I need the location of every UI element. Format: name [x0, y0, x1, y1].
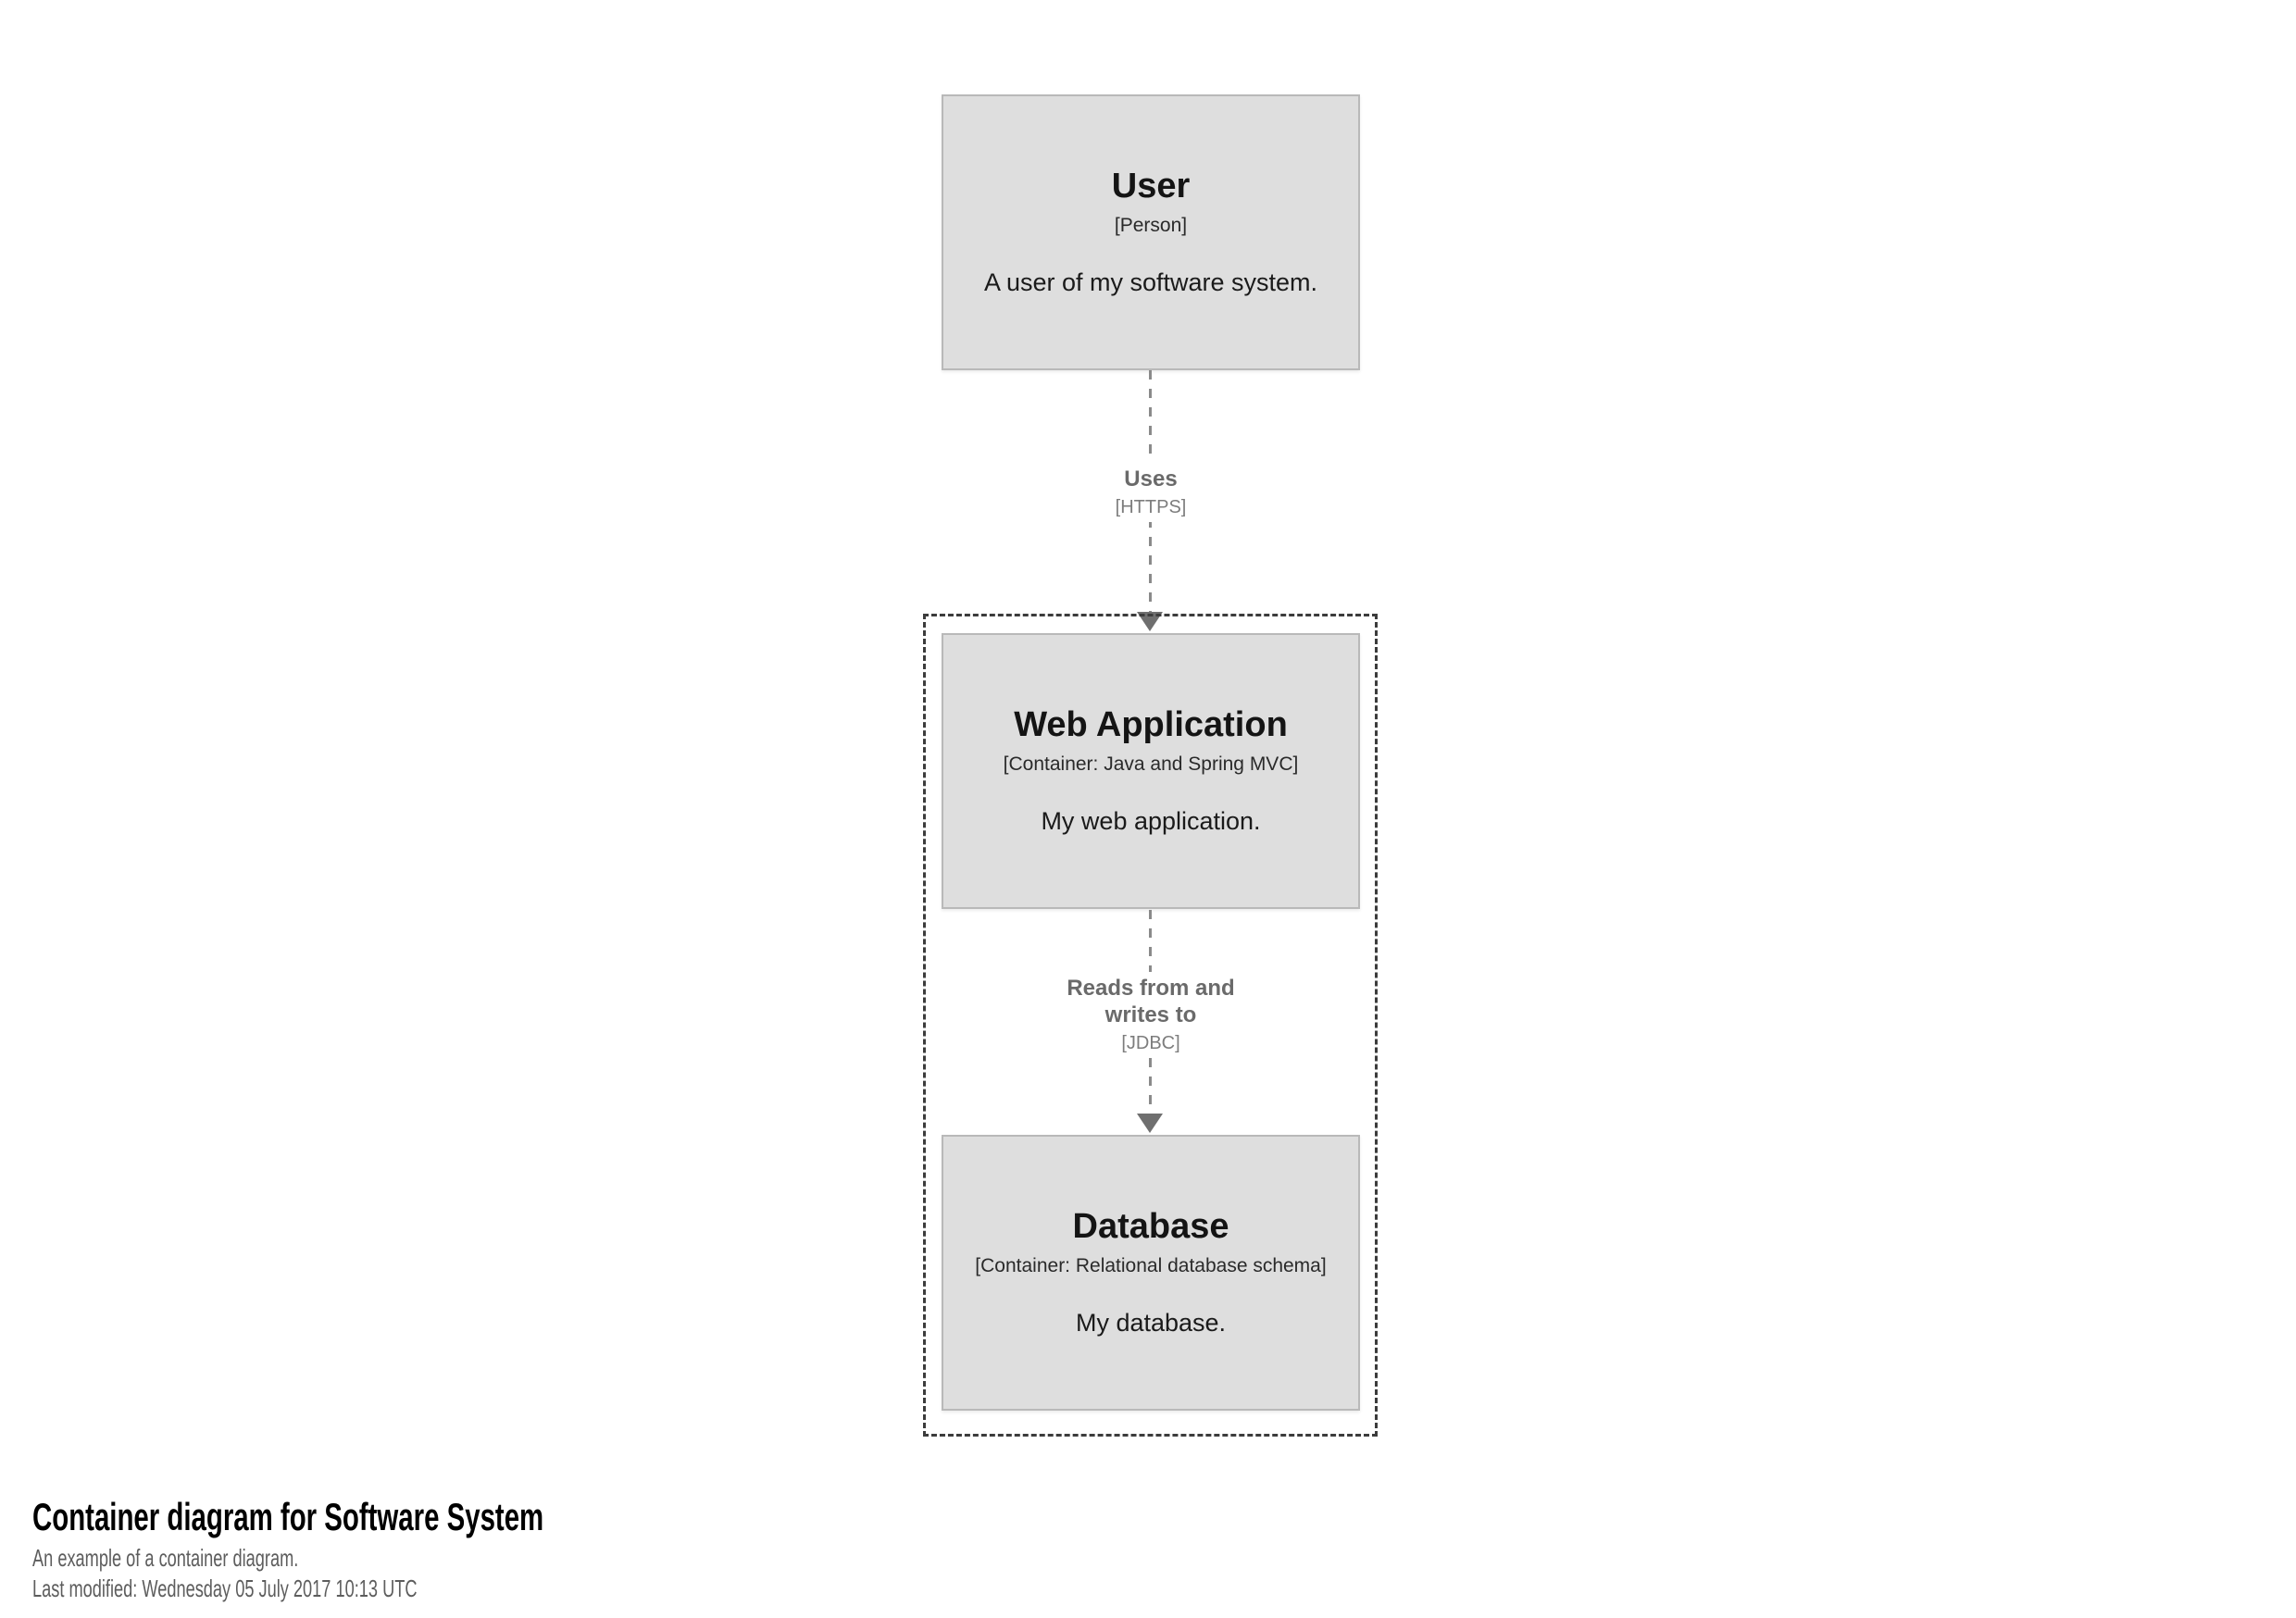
diagram-subtitle: An example of a container diagram. — [32, 1544, 299, 1573]
diagram-last-modified: Last modified: Wednesday 05 July 2017 10… — [32, 1574, 418, 1602]
arrowhead-down-icon — [1137, 1114, 1163, 1133]
relationship-label-uses: Uses [HTTPS] — [1104, 463, 1198, 522]
node-user: User [Person] A user of my software syst… — [942, 94, 1360, 370]
node-web-application: Web Application [Container: Java and Spr… — [942, 633, 1360, 909]
relationship-reads-writes-name: Reads from and writes to — [1067, 976, 1235, 1027]
node-database: Database [Container: Relational database… — [942, 1135, 1360, 1411]
relationship-uses-technology: [HTTPS] — [1115, 496, 1187, 517]
node-user-meta: [Person] — [1114, 215, 1188, 237]
diagram-title: Container diagram for Software System — [32, 1495, 544, 1538]
relationship-reads-writes-technology: [JDBC] — [1121, 1032, 1180, 1053]
software-system-boundary — [923, 614, 1378, 1437]
node-database-meta: [Container: Relational database schema] — [975, 1255, 1327, 1277]
node-user-title: User — [1111, 166, 1191, 205]
relationship-label-reads-writes: Reads from and writes to [JDBC] — [1038, 972, 1264, 1058]
diagram-metadata: Container diagram for Software System An… — [32, 1495, 763, 1603]
node-web-application-title: Web Application — [1014, 704, 1288, 744]
node-web-application-description: My web application. — [1041, 806, 1261, 835]
node-database-description: My database. — [1075, 1308, 1227, 1337]
node-database-title: Database — [1072, 1206, 1229, 1246]
relationship-uses-name: Uses — [1124, 467, 1178, 492]
node-web-application-meta: [Container: Java and Spring MVC] — [1003, 753, 1299, 776]
arrowhead-down-icon — [1137, 612, 1163, 631]
node-user-description: A user of my software system. — [983, 268, 1318, 296]
